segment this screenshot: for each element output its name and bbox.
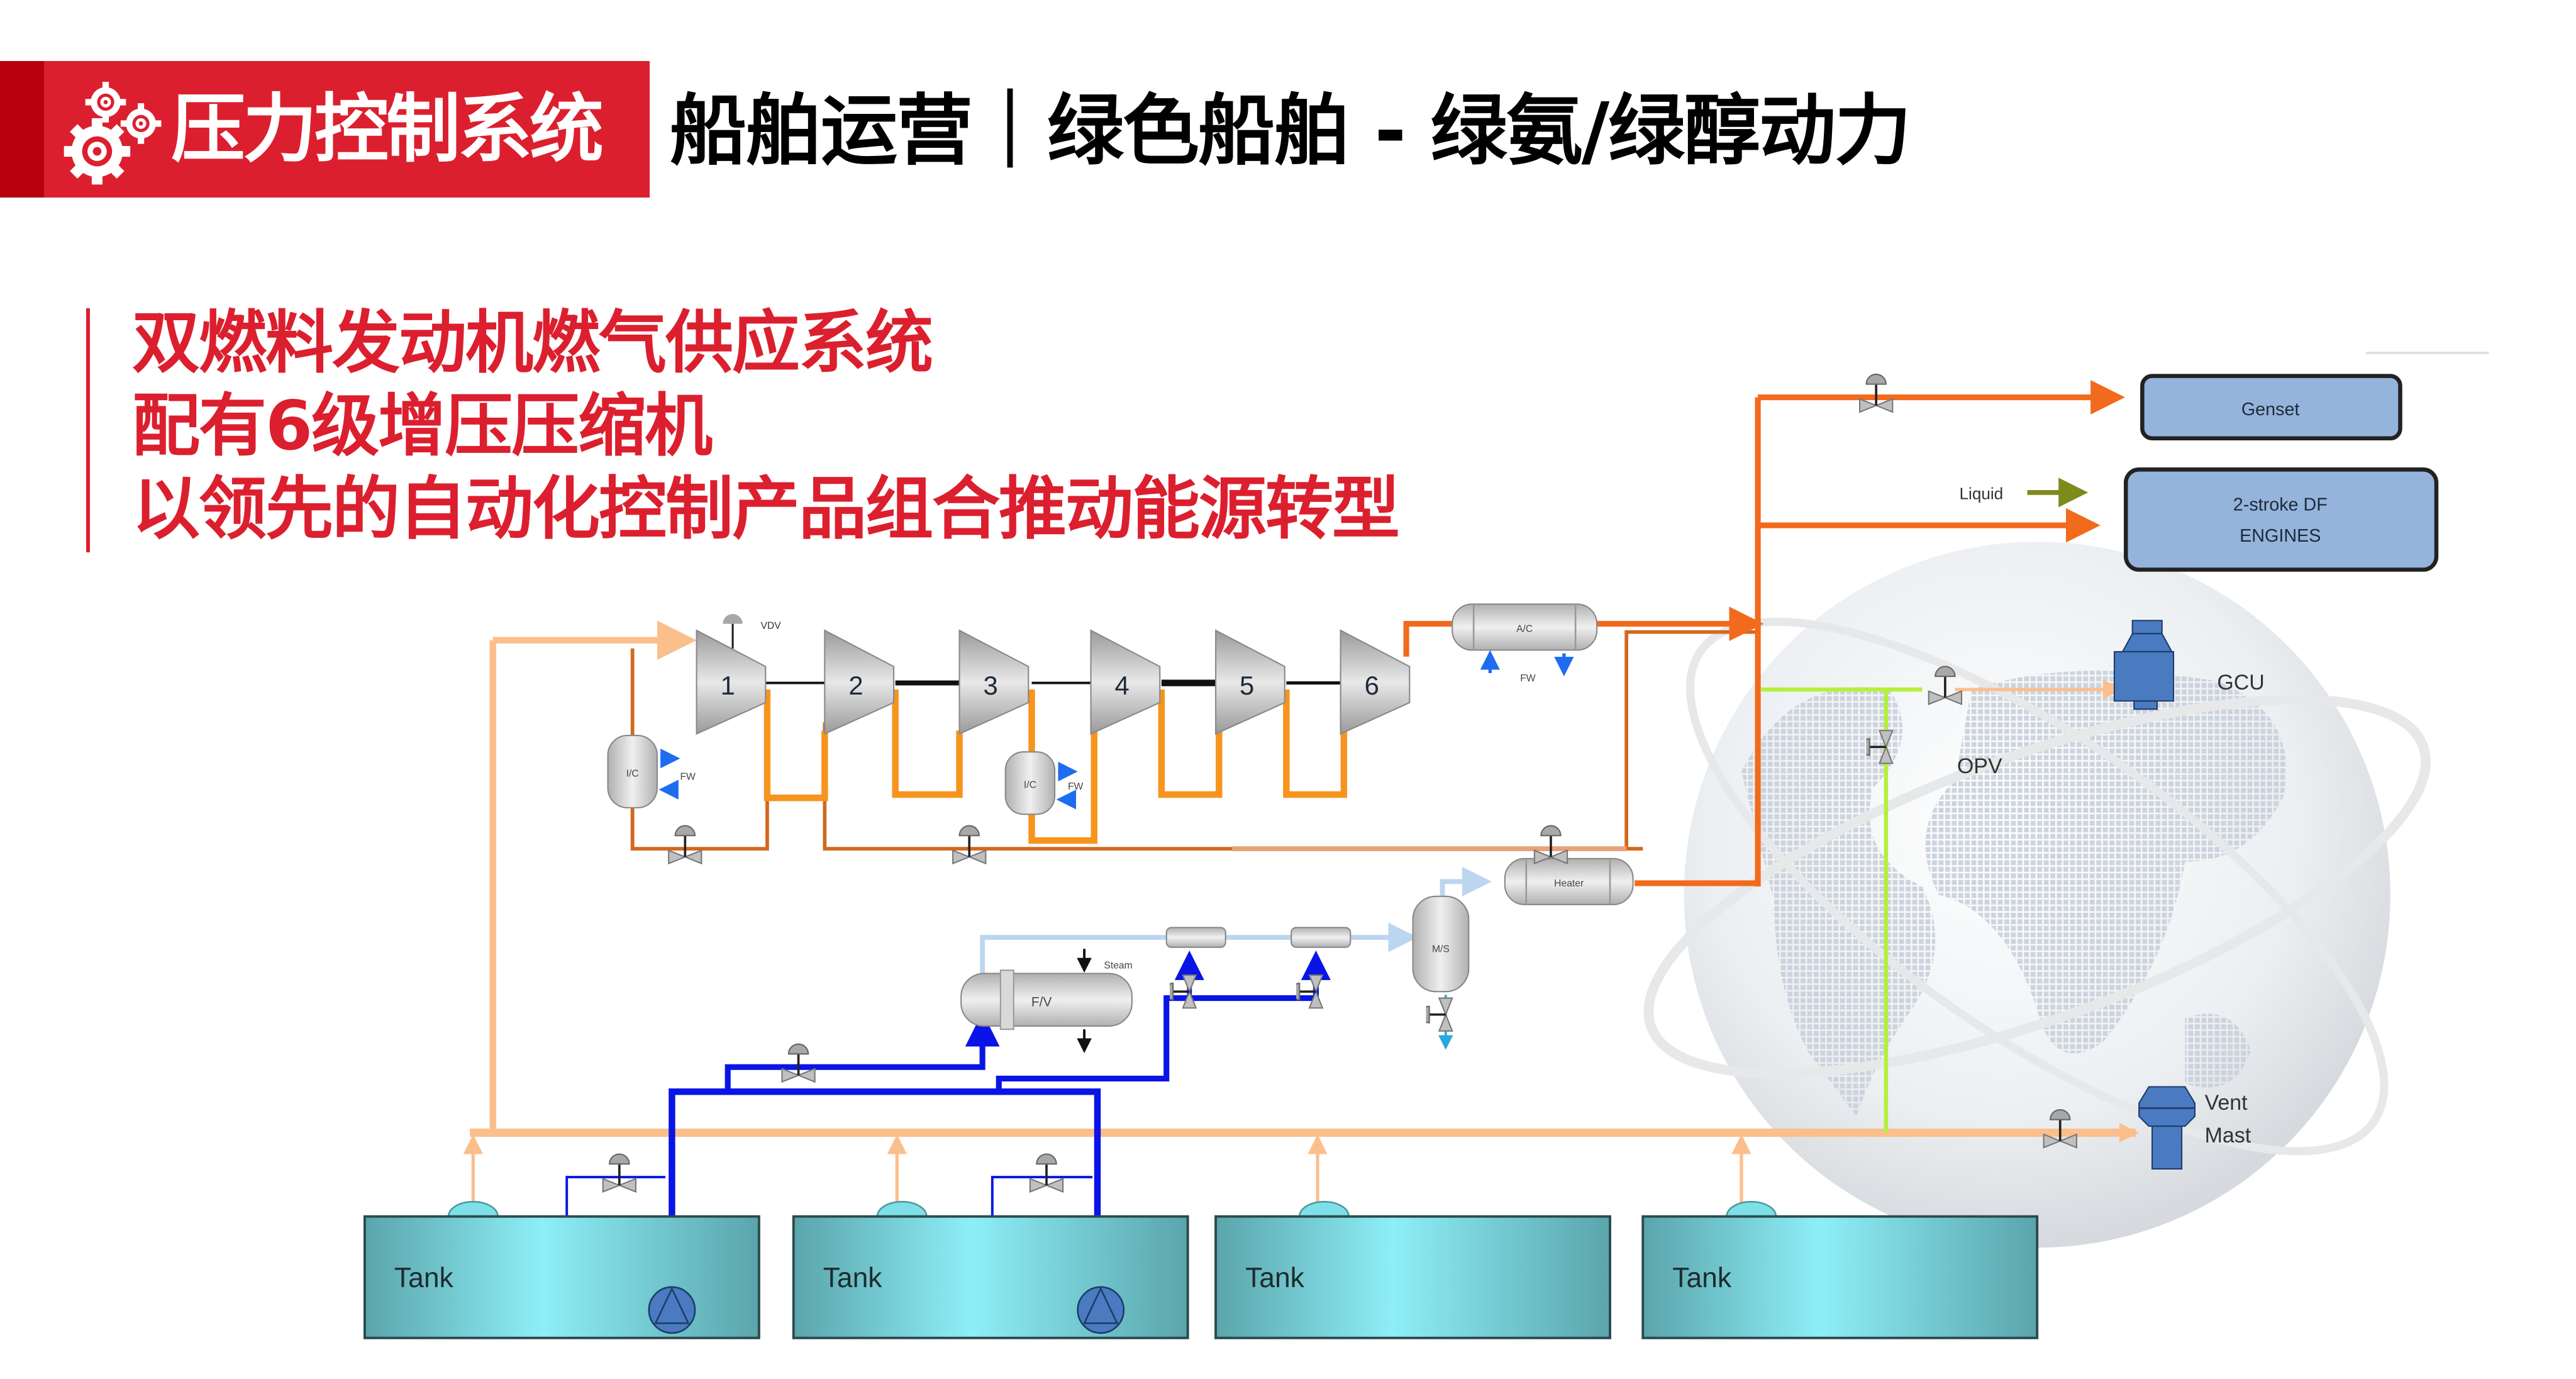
compressor-stage-label: 3 [984, 671, 998, 700]
return-valve-icon [601, 1153, 637, 1193]
boil-off-gas-lines [463, 620, 2140, 1207]
desuperheater-2 [1291, 927, 1352, 948]
compressor-stage: 3 [958, 629, 1030, 735]
engines-box: 2-stroke DF ENGINES [2123, 467, 2439, 572]
svg-text:Mast: Mast [2205, 1124, 2251, 1147]
compressor-stage: 2 [824, 629, 895, 735]
subtitle-line: 双燃料发动机燃气供应系统 [132, 304, 933, 382]
mist-separator: M/S [1412, 895, 1470, 1050]
drain-valve-icon [1426, 997, 1454, 1032]
high-pressure-gas-lines [1403, 380, 2125, 887]
compressor-stage: 1 [696, 629, 767, 735]
subtitle-line: 以领先的自动化控制产品组合推动能源转型 [132, 470, 1400, 549]
recirc-valve-icon [667, 824, 703, 865]
aftercooler: A/C FW [1452, 603, 1598, 684]
subtitle-accent-bar [86, 308, 90, 552]
vent-mast: Vent Mast [2138, 1086, 2251, 1170]
page-title: 船舶运营｜绿色船舶 - 绿氨/绿醇动力 [670, 86, 1911, 176]
desuperheater-1 [1165, 927, 1226, 948]
compressor-stage-label: 5 [1240, 671, 1254, 700]
forcing-vaporizer-label: F/V [1031, 995, 1052, 1010]
pump-icon [1077, 1286, 1125, 1334]
intercooler-label: I/C [626, 768, 639, 779]
tank-label: Tank [394, 1263, 454, 1293]
subtitle-block: 双燃料发动机燃气供应系统 配有6级增压压缩机 以领先的自动化控制产品组合推动能源… [132, 302, 1400, 551]
return-valve-icon [1029, 1153, 1064, 1193]
compressor-stage-label: 2 [848, 671, 863, 700]
gcu-label: GCU [2217, 671, 2264, 695]
fw-label: FW [1520, 673, 1536, 684]
heater: Heater [1504, 857, 1634, 905]
compressor-train: 1 2 3 4 5 6 [696, 629, 1411, 735]
svg-text:Liquid: Liquid [1960, 484, 2004, 503]
svg-text:2-stroke DF: 2-stroke DF [2233, 495, 2328, 515]
svg-text:Vent: Vent [2205, 1091, 2248, 1115]
svg-text:Genset: Genset [2241, 399, 2300, 420]
liquid-valve-icon [780, 1042, 816, 1083]
recirc-valve-icon [952, 824, 987, 865]
subtitle-line: 配有6级增压压缩机 [132, 387, 713, 466]
steam-label: Steam [1104, 961, 1132, 971]
recirc-valve-icon [1533, 824, 1568, 865]
heater-label: Heater [1554, 878, 1584, 889]
svg-text:ENGINES: ENGINES [2240, 526, 2321, 546]
recirculation-lines [630, 630, 1758, 851]
genset-box: Genset [2140, 374, 2402, 441]
header-band-accent [0, 61, 44, 198]
tank: Tank [363, 1200, 760, 1339]
tank-label: Tank [1672, 1263, 1732, 1293]
compressor-stage: 6 [1340, 629, 1411, 735]
vdv-actuator: VDV [723, 613, 781, 649]
genset-valve-icon [1858, 373, 1894, 413]
compressor-stage: 4 [1090, 629, 1161, 735]
tank-label: Tank [1245, 1263, 1305, 1293]
tank-label: Tank [823, 1263, 883, 1293]
compressor-stage-label: 4 [1115, 671, 1130, 700]
vapour-lines [980, 866, 1492, 974]
compressor-stage-label: 6 [1365, 671, 1379, 700]
tank: Tank [1214, 1200, 1611, 1339]
fw-label: FW [680, 772, 696, 783]
tank: Tank [792, 1200, 1189, 1339]
opv-label: OPV [1957, 754, 2002, 778]
tank: Tank [1641, 1200, 2039, 1339]
aftercooler-label: A/C [1516, 624, 1533, 635]
interstage-gas-lines [763, 690, 1348, 844]
section-tag: 压力控制系统 [171, 86, 604, 172]
gcu-unit: GCU [2113, 620, 2265, 710]
forcing-vaporizer: F/V Steam [960, 949, 1133, 1054]
gears-icon [64, 82, 162, 185]
intercooler-2: I/C FW [1004, 751, 1084, 815]
compressor-stage-label: 1 [721, 671, 735, 700]
intercooler-label: I/C [1024, 780, 1036, 791]
pump-icon [648, 1286, 696, 1334]
liquid-indicator: Liquid [1960, 477, 2089, 508]
intercooler-1: I/C FW [607, 735, 696, 808]
mist-separator-label: M/S [1432, 944, 1450, 955]
fw-label: FW [1068, 781, 1084, 792]
vdv-label: VDV [760, 620, 781, 631]
compressor-stage: 5 [1215, 629, 1285, 735]
tanks-row: Tank Tank Tank Tank [363, 1200, 2039, 1339]
